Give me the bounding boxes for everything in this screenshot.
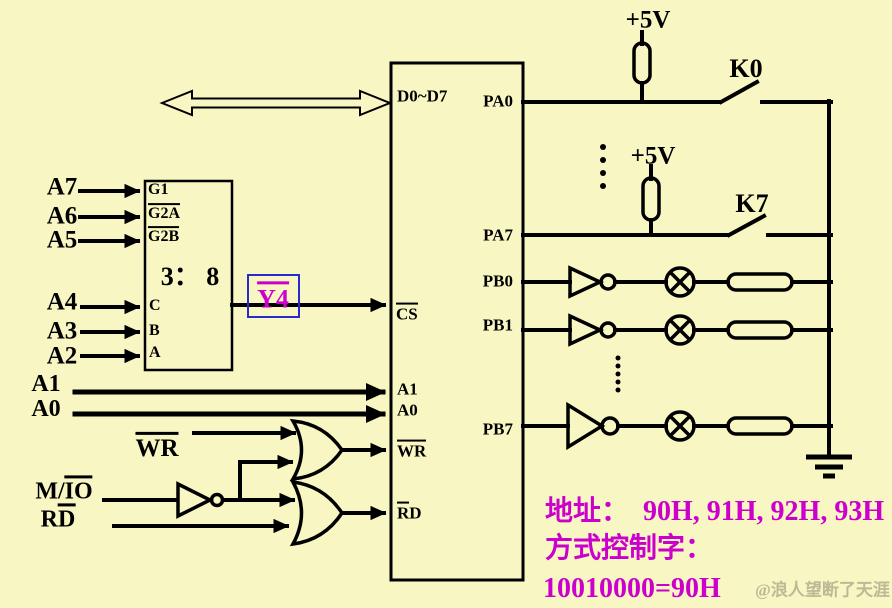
y4-overline-text: Y4 bbox=[257, 281, 289, 313]
chip-pin-pb7: PB7 bbox=[482, 419, 513, 439]
chip-rd-rest: D bbox=[409, 503, 422, 523]
label-k0: K0 bbox=[729, 54, 763, 83]
resistor-vcc1 bbox=[632, 41, 652, 85]
pb0-inverter bbox=[568, 265, 605, 299]
label-rd: RD bbox=[41, 503, 76, 532]
note-mode-title: 方式控制字： bbox=[545, 533, 714, 564]
label-a1: A1 bbox=[31, 371, 61, 397]
or-gate-rd bbox=[289, 479, 345, 547]
chip-rd-overline-text: R bbox=[397, 501, 410, 523]
chip-pin-rd: RD bbox=[397, 501, 422, 523]
decoder-pin-g1: G1 bbox=[148, 181, 169, 198]
pb7-led-x bbox=[668, 414, 692, 438]
chip-pin-pa0: PA0 bbox=[483, 91, 513, 111]
mio-inverter bbox=[176, 481, 214, 519]
chip-wr-overline-text: WR bbox=[397, 439, 427, 461]
chip-pin-a0: A0 bbox=[397, 400, 418, 420]
decoder-box bbox=[143, 179, 234, 372]
watermark: @浪人望断了天涯 bbox=[755, 580, 890, 600]
label-y4: Y4 bbox=[257, 281, 289, 313]
pb1-resistor bbox=[726, 320, 794, 340]
decoder-pin-g2b: G2B bbox=[148, 226, 180, 246]
resistor-vcc2 bbox=[641, 176, 661, 222]
ellipsis-dot bbox=[615, 355, 621, 361]
decoder-title: 3： 8 bbox=[160, 262, 220, 291]
label-wr: WR bbox=[135, 431, 179, 462]
pb0-resistor bbox=[726, 272, 794, 292]
chip-box bbox=[389, 61, 525, 582]
data-bus-arrow bbox=[159, 89, 393, 117]
pb0-led-x bbox=[668, 270, 692, 294]
label-a5: A5 bbox=[46, 226, 78, 254]
chip-pin-pa7: PA7 bbox=[483, 225, 513, 245]
decoder-pin-g2a: G2A bbox=[148, 203, 180, 223]
ellipsis-dot bbox=[600, 144, 606, 150]
wr-overline-text: WR bbox=[135, 431, 179, 462]
mio-prefix: M/ bbox=[35, 478, 65, 505]
mio-inverter-bubble bbox=[209, 492, 225, 508]
label-a4: A4 bbox=[46, 288, 78, 316]
chip-pin-d0d7: D0~D7 bbox=[397, 86, 448, 106]
chip-pin-pb0: PB0 bbox=[482, 271, 513, 291]
mio-overline-text: IO bbox=[64, 475, 93, 504]
ellipsis-dot bbox=[600, 157, 606, 163]
or-gate-wr bbox=[289, 418, 345, 482]
label-a7: A7 bbox=[46, 173, 78, 201]
chip-pin-wr: WR bbox=[397, 439, 427, 461]
note-control-word: 10010000=90H bbox=[543, 573, 721, 604]
ellipsis-dot bbox=[615, 387, 621, 393]
rd-overline-text: D bbox=[58, 503, 76, 532]
decoder-pin-a: A bbox=[149, 344, 161, 361]
chip-pin-cs: CS bbox=[396, 302, 418, 324]
label-a2: A2 bbox=[46, 342, 78, 370]
label-mio: M/IO bbox=[35, 475, 93, 505]
pb7-resistor bbox=[726, 416, 794, 436]
pb1-inverter bbox=[568, 313, 605, 347]
pb7-inverter bbox=[566, 401, 606, 451]
g2b-overline-text: G2B bbox=[148, 226, 180, 246]
g2a-overline-text: G2A bbox=[148, 203, 180, 223]
label-a3: A3 bbox=[46, 317, 78, 345]
decoder-pin-c: C bbox=[149, 297, 161, 314]
switch-k0 bbox=[718, 79, 760, 105]
pb1-led-x bbox=[668, 318, 692, 342]
cs-overline-text: CS bbox=[396, 302, 418, 324]
ellipsis-dot bbox=[615, 371, 621, 377]
label-a6: A6 bbox=[46, 202, 78, 230]
ellipsis-dot bbox=[600, 170, 606, 176]
ellipsis-dot bbox=[615, 379, 621, 385]
label-k7: K7 bbox=[735, 189, 769, 218]
rd-prefix: R bbox=[40, 506, 58, 533]
chip-pin-a1: A1 bbox=[397, 379, 418, 399]
switch-k7 bbox=[726, 213, 767, 238]
chip-pin-pb1: PB1 bbox=[482, 315, 513, 335]
label-vcc-top: +5V bbox=[625, 6, 671, 34]
ellipsis-dot bbox=[600, 183, 606, 189]
label-vcc-mid: +5V bbox=[630, 142, 676, 170]
note-address: 地址： 90H, 91H, 92H, 93H bbox=[545, 496, 885, 527]
label-a0: A0 bbox=[31, 396, 61, 422]
y4-highlight-box bbox=[247, 274, 300, 318]
ellipsis-dot bbox=[615, 363, 621, 369]
decoder-pin-b: B bbox=[149, 322, 160, 339]
